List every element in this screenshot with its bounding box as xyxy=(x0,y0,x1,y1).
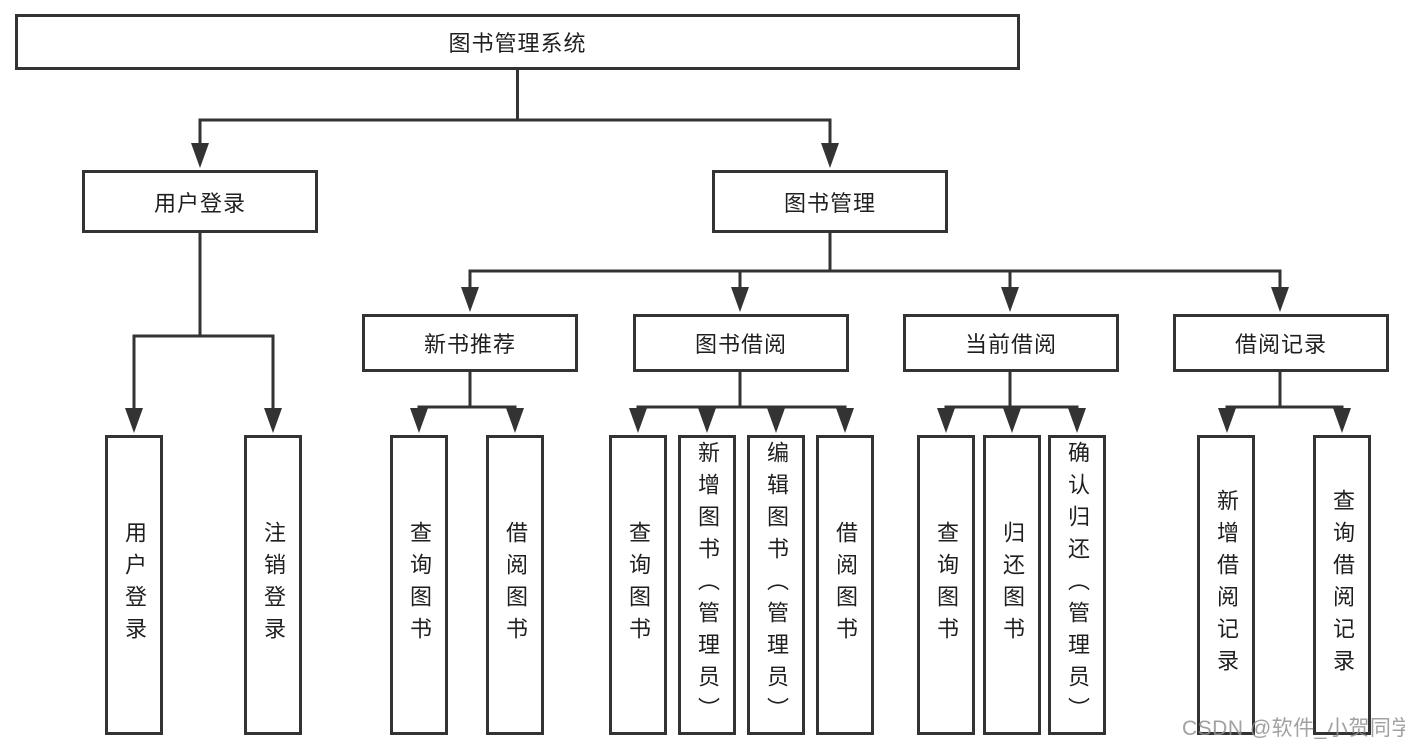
arrowheads xyxy=(125,143,1351,433)
leaf-query-books-recommend: 查询图书 xyxy=(390,435,448,735)
node-book-management-label: 图书管理 xyxy=(783,190,876,216)
node-user-login-label: 用户登录 xyxy=(153,190,246,216)
leaf-return-books-label: 归还图书 xyxy=(1000,521,1025,649)
leaf-user-login-label: 用户登录 xyxy=(122,521,147,649)
node-borrowing-records: 借阅记录 xyxy=(1173,314,1389,372)
leaf-borrow-books-label: 借阅图书 xyxy=(833,521,858,649)
leaf-add-borrow-record-label: 新增借阅记录 xyxy=(1214,489,1239,681)
leaf-query-borrow-record-label: 查询借阅记录 xyxy=(1330,489,1355,681)
node-new-book-recommend-label: 新书推荐 xyxy=(423,332,516,357)
node-book-management: 图书管理 xyxy=(712,170,948,233)
leaf-query-borrow-record: 查询借阅记录 xyxy=(1313,435,1371,735)
node-root: 图书管理系统 xyxy=(15,14,1020,70)
leaf-borrow-books: 借阅图书 xyxy=(816,435,874,735)
node-user-login: 用户登录 xyxy=(82,170,318,233)
leaf-confirm-return-admin: 确认归还（管理员） xyxy=(1048,435,1106,735)
leaf-query-books-recommend-label: 查询图书 xyxy=(407,521,432,649)
leaf-query-books-current-label: 查询图书 xyxy=(934,521,959,649)
node-borrowing-records-label: 借阅记录 xyxy=(1234,332,1327,357)
node-new-book-recommend: 新书推荐 xyxy=(362,314,578,372)
leaf-add-books-admin-label: 新增图书（管理员） xyxy=(695,441,720,729)
leaf-query-books-current: 查询图书 xyxy=(917,435,975,735)
leaf-query-books-borrow-label: 查询图书 xyxy=(626,521,651,649)
leaf-query-books-borrow: 查询图书 xyxy=(609,435,667,735)
leaf-confirm-return-admin-label: 确认归还（管理员） xyxy=(1065,441,1090,729)
node-book-borrowing: 图书借阅 xyxy=(633,314,849,372)
leaf-edit-books-admin: 编辑图书（管理员） xyxy=(747,435,805,735)
leaf-logout: 注销登录 xyxy=(244,435,302,735)
leaf-return-books: 归还图书 xyxy=(983,435,1041,735)
leaf-user-login: 用户登录 xyxy=(105,435,163,735)
node-root-label: 图书管理系统 xyxy=(448,31,587,56)
leaf-borrow-books-recommend: 借阅图书 xyxy=(486,435,544,735)
node-current-borrowing: 当前借阅 xyxy=(903,314,1119,372)
node-book-borrowing-label: 图书借阅 xyxy=(694,332,787,357)
node-current-borrowing-label: 当前借阅 xyxy=(964,332,1057,357)
leaf-add-books-admin: 新增图书（管理员） xyxy=(678,435,736,735)
leaf-add-borrow-record: 新增借阅记录 xyxy=(1197,435,1255,735)
leaf-edit-books-admin-label: 编辑图书（管理员） xyxy=(764,441,789,729)
leaf-borrow-books-recommend-label: 借阅图书 xyxy=(503,521,528,649)
watermark: CSDN @软件_小贺同学 xyxy=(1182,717,1405,740)
leaf-logout-label: 注销登录 xyxy=(261,521,286,649)
